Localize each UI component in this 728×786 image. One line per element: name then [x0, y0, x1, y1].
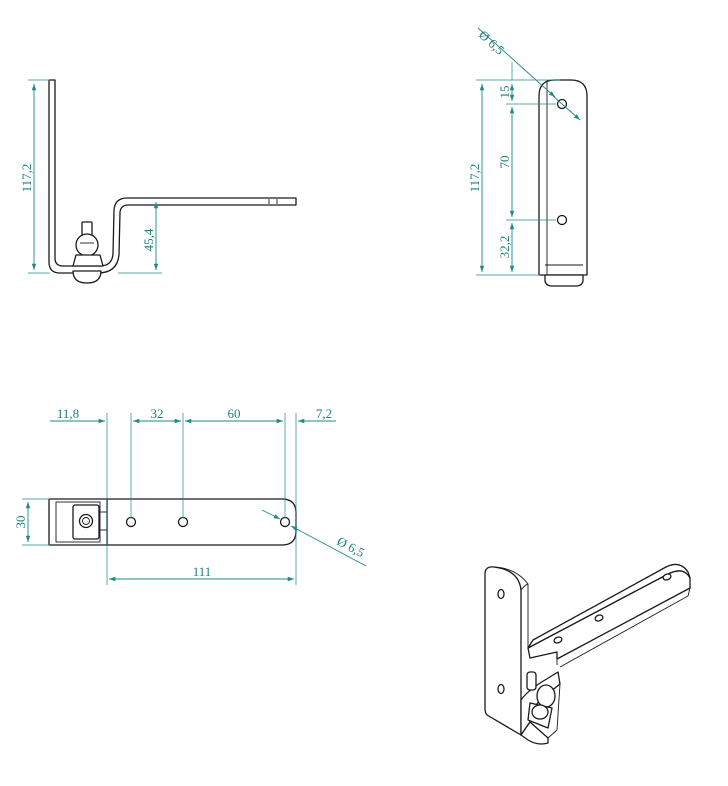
iso-plate-hole-2: [497, 683, 505, 695]
front-hole-diameter: Ø 6,5: [476, 27, 508, 57]
width-dimension: 30: [13, 516, 28, 529]
front-view-plate: [538, 79, 588, 276]
side-view: 117,2 45,4: [19, 79, 297, 284]
front-view: Ø 6,5 117,2 15 70 32,2: [467, 27, 588, 287]
top-view: 11,8 32 60 7,2 30 Ø 6,5 111: [13, 406, 367, 585]
iso-horizontal-arm: [527, 570, 691, 660]
hole-to-bottom-dimension: 32,2: [497, 236, 512, 259]
hole-spacing-dimension: 70: [497, 156, 512, 169]
first-hole-spacing-dimension: 32: [151, 406, 164, 421]
side-height-dimension: 117,2: [19, 164, 34, 193]
isometric-view: [484, 563, 691, 745]
overall-length-dimension: 111: [193, 564, 212, 579]
iso-arm-hole-3: [553, 636, 563, 644]
iso-arm-hole-1: [662, 573, 672, 581]
iso-arm-hole-2: [594, 614, 604, 622]
top-hole-dia-leader: [290, 525, 367, 567]
top-hole-diameter: Ø 6,5: [335, 533, 368, 560]
iso-plate-hole-1: [497, 588, 505, 600]
second-hole-spacing-dimension: 60: [228, 406, 241, 421]
top-hole-3: [279, 516, 291, 528]
front-view-foot: [544, 274, 584, 287]
front-bottom-hole: [556, 214, 568, 226]
top-hole-1: [125, 516, 137, 528]
front-hole-dia-leader: [477, 27, 556, 98]
top-to-hole-dimension: 15: [497, 86, 512, 99]
bend-height-dimension: 45,4: [141, 228, 156, 251]
top-hole-2: [177, 516, 189, 528]
iso-wing-screw-icon: [526, 671, 556, 729]
right-offset-dimension: 7,2: [316, 406, 332, 421]
iso-vertical-plate: [484, 566, 522, 736]
left-offset-dimension: 11,8: [57, 406, 79, 421]
top-view-screw-icon: [78, 513, 94, 529]
wing-screw-icon: [72, 221, 104, 284]
front-height-dimension: 117,2: [467, 164, 482, 193]
